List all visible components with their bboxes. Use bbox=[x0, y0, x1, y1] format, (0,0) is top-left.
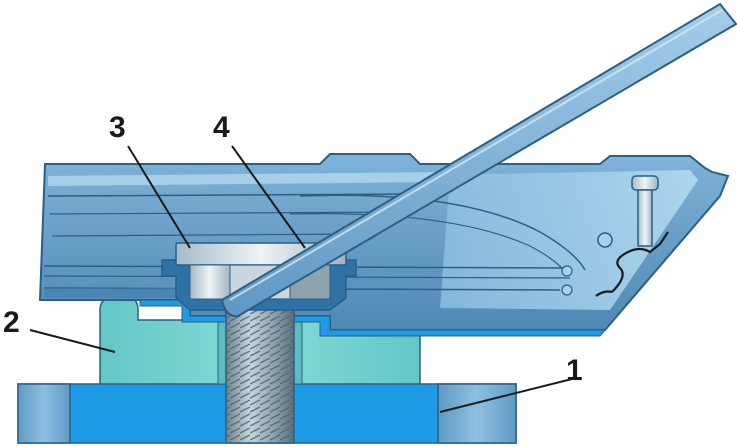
pry-bar bbox=[220, 2, 737, 318]
leader-line-3 bbox=[127, 145, 191, 249]
callout-label-3: 3 bbox=[109, 111, 126, 144]
bolt bbox=[225, 297, 295, 444]
callout-label-1: 1 bbox=[566, 354, 583, 387]
leader-lines bbox=[29, 145, 577, 413]
leader-line-2 bbox=[29, 329, 116, 353]
leader-line-1 bbox=[439, 377, 577, 413]
callout-label-4: 4 bbox=[213, 111, 230, 144]
housing bbox=[38, 153, 730, 337]
leader-line-4 bbox=[231, 145, 306, 249]
callout-label-2: 2 bbox=[3, 306, 20, 339]
